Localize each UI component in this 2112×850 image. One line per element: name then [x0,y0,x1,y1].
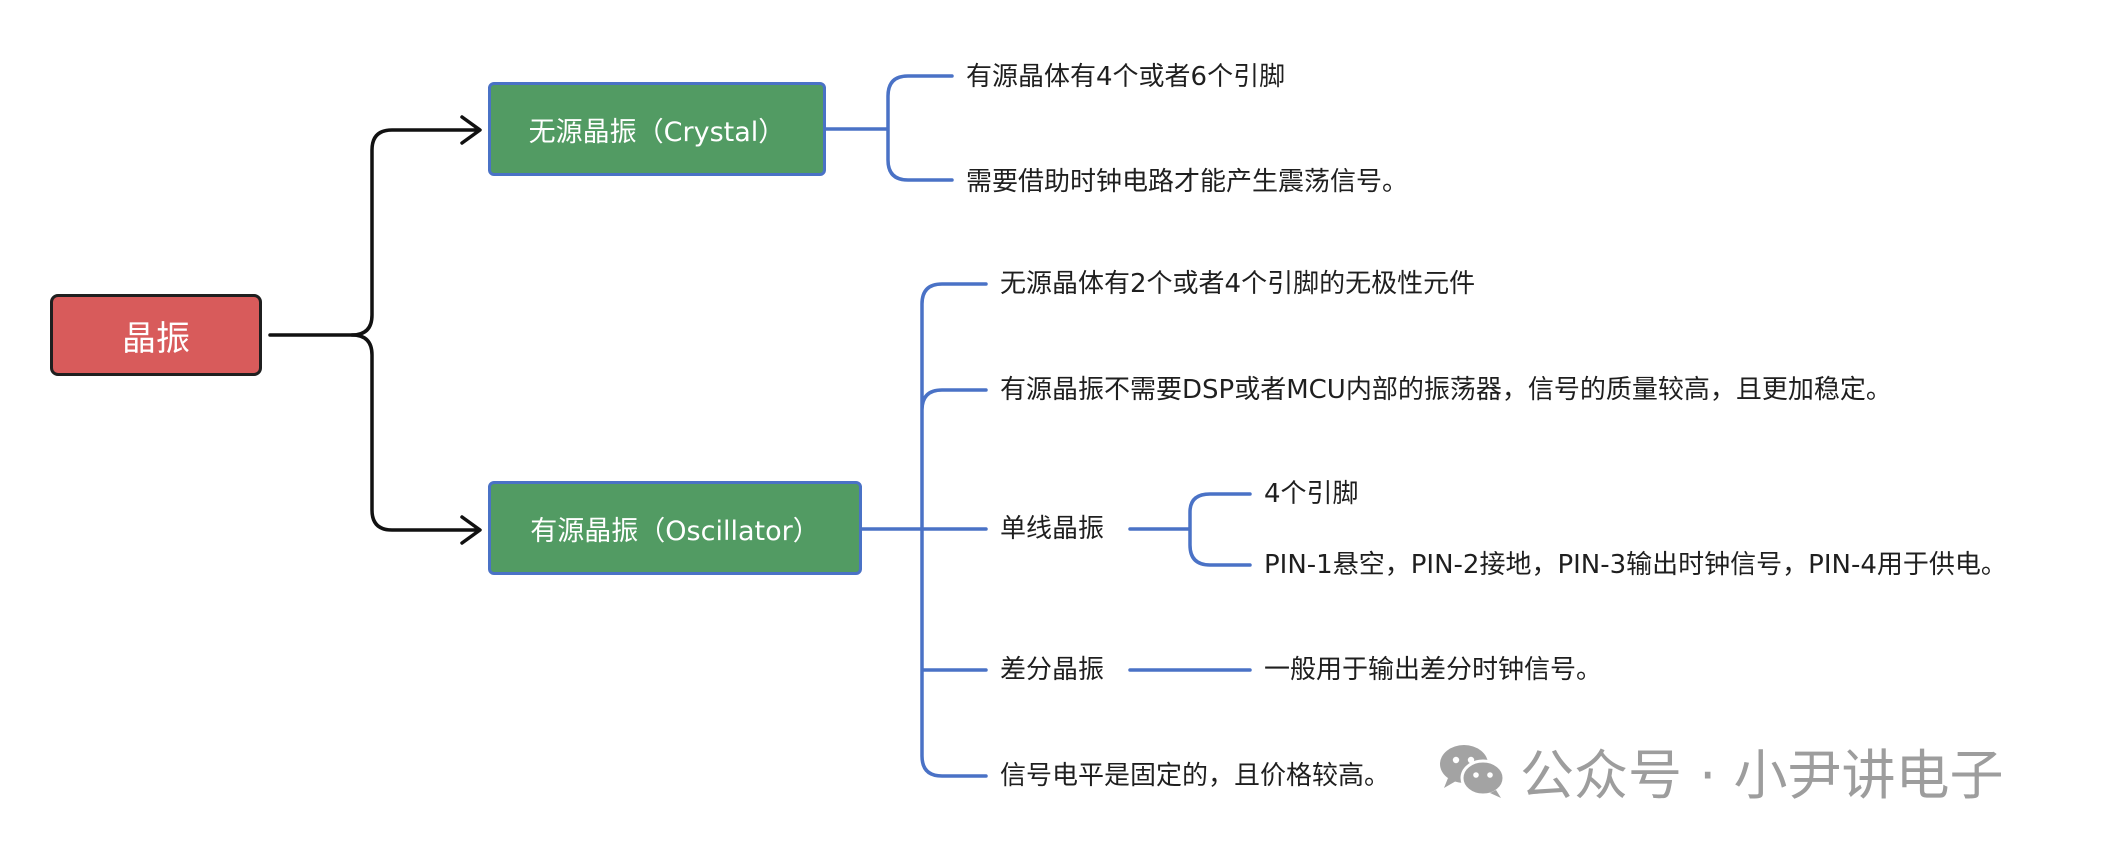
leaf-node: 需要借助时钟电路才能产生震荡信号。 [966,167,1409,197]
watermark-text: 公众号 · 小尹讲电子 [1520,743,2004,807]
leaf-node: 无源晶体有2个或者4个引脚的无极性元件 [1000,269,1476,299]
watermark: 公众号 · 小尹讲电子 [1438,740,2004,807]
leaf-node: PIN-1悬空，PIN-2接地，PIN-3输出时钟信号，PIN-4用于供电。 [1264,550,2007,580]
branch-connector [860,282,988,778]
leaf-node: 信号电平是固定的，且价格较高。 [1000,761,1391,791]
branch-node-crystal: 无源晶振（Crystal） [488,82,826,176]
leaf-node: 有源晶体有4个或者6个引脚 [966,62,1286,92]
branch-node-oscillator: 有源晶振（Oscillator） [488,481,862,575]
leaf-node: 有源晶振不需要DSP或者MCU内部的振荡器，信号的质量较高，且更加稳定。 [1000,375,1892,405]
sub-connector [1128,492,1252,567]
sub-branch-differential: 差分晶振 [1000,655,1105,685]
root-connector [350,333,482,545]
leaf-node: 4个引脚 [1264,479,1359,509]
sub-branch-single-ended: 单线晶振 [1000,514,1105,544]
root-node: 晶振 [50,294,262,376]
root-connector [268,115,482,337]
wechat-icon [1440,745,1506,798]
leaf-node: 一般用于输出差分时钟信号。 [1264,655,1603,685]
branch-connector [824,74,954,182]
